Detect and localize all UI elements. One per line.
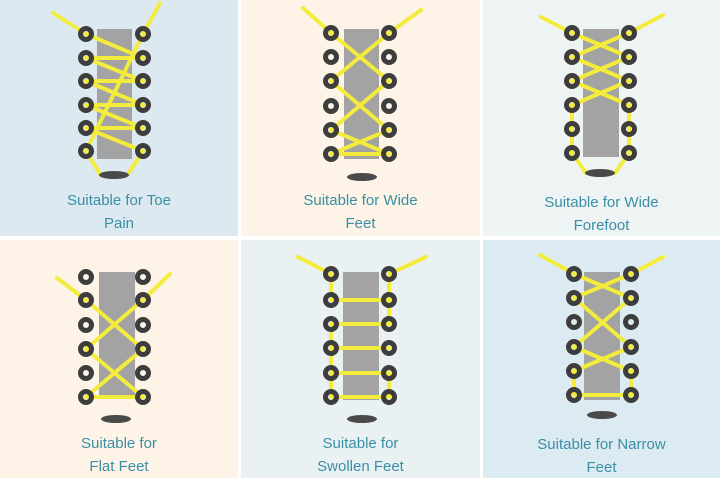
caption-line-2: Pain	[103, 215, 135, 232]
caption-narrow-feet: Suitable for Narrow Feet	[483, 433, 720, 478]
caption-toe-pain: Suitable for Toe Pain	[0, 189, 238, 235]
panel-swollen-feet: Suitable for Swollen Feet	[241, 240, 480, 478]
caption-line-2: Feet	[345, 215, 376, 232]
swollen-feet-lacing-diagram	[296, 255, 428, 423]
caption-line-1: Suitable for Wide	[303, 192, 418, 209]
panel-wide-forefoot: Suitable for Wide Forefoot	[483, 0, 720, 236]
caption-swollen-feet: Suitable for Swollen Feet	[241, 432, 480, 478]
wide-feet-lacing-diagram	[301, 6, 423, 181]
caption-wide-forefoot: Suitable for Wide Forefoot	[483, 191, 720, 236]
panel-wide-feet: Suitable for Wide Feet	[241, 0, 480, 236]
wide-forefoot-lacing-diagram	[539, 13, 665, 177]
panel-flat-feet: Suitable for Flat Feet	[0, 240, 238, 478]
panel-narrow-feet: Suitable for Narrow Feet	[483, 240, 720, 478]
caption-line-1: Suitable for Narrow	[537, 436, 666, 453]
toe-pain-lacing-diagram	[51, 1, 162, 179]
caption-line-2: Forefoot	[573, 217, 630, 234]
caption-line-1: Suitable for	[81, 435, 157, 452]
caption-line-1: Suitable for	[322, 435, 399, 452]
caption-flat-feet: Suitable for Flat Feet	[0, 432, 238, 478]
caption-line-2: Feet	[586, 459, 617, 476]
caption-wide-feet: Suitable for Wide Feet	[241, 189, 480, 235]
caption-line-2: Flat Feet	[89, 458, 149, 475]
panel-toe-pain: Suitable for Toe Pain	[0, 0, 238, 236]
caption-line-2: Swollen Feet	[317, 458, 404, 475]
flat-feet-lacing-diagram	[55, 269, 172, 423]
caption-line-1: Suitable for Toe	[67, 192, 171, 209]
caption-line-1: Suitable for Wide	[544, 194, 659, 211]
narrow-feet-lacing-diagram	[538, 253, 665, 419]
